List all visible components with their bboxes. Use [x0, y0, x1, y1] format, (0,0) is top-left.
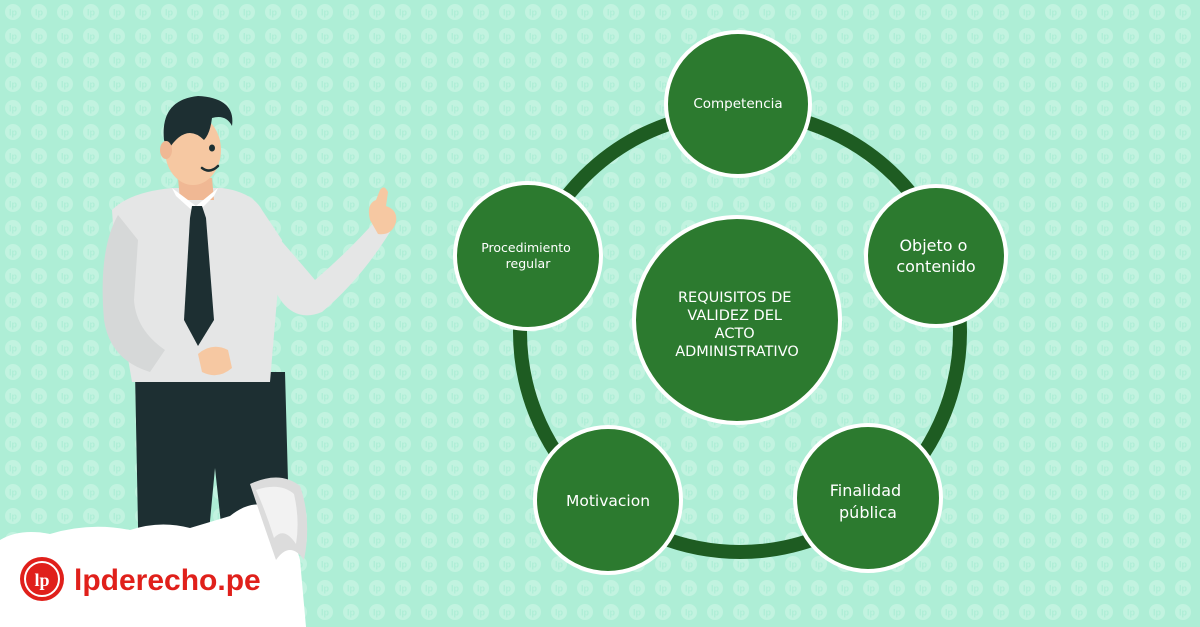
node-procedimiento-regular: Procedimiento regular [453, 181, 603, 331]
svg-text:lp: lp [34, 570, 49, 590]
businessman-pointing-icon [102, 96, 397, 627]
node-finalidad-publica-label: Finalidad pública [830, 481, 907, 522]
center-node-label: REQUISITOS DE VALIDEZ DEL ACTO ADMINISTR… [675, 290, 799, 360]
node-finalidad-publica: Finalidad pública [793, 423, 943, 573]
node-objeto-contenido: Objeto o contenido [864, 184, 1008, 328]
node-motivacion-label: Motivacion [566, 492, 650, 510]
brand-logo-icon: lp [20, 557, 64, 601]
node-motivacion: Motivacion [533, 425, 683, 575]
brand-name: lpderecho.pe [74, 564, 261, 597]
node-competencia-label: Competencia [693, 96, 782, 112]
brand-torn-paper [0, 477, 308, 627]
center-node: REQUISITOS DE VALIDEZ DEL ACTO ADMINISTR… [632, 215, 842, 425]
node-objeto-contenido-label: Objeto o contenido [896, 236, 975, 276]
node-procedimiento-regular-label: Procedimiento regular [481, 240, 575, 271]
node-competencia: Competencia [664, 30, 812, 178]
